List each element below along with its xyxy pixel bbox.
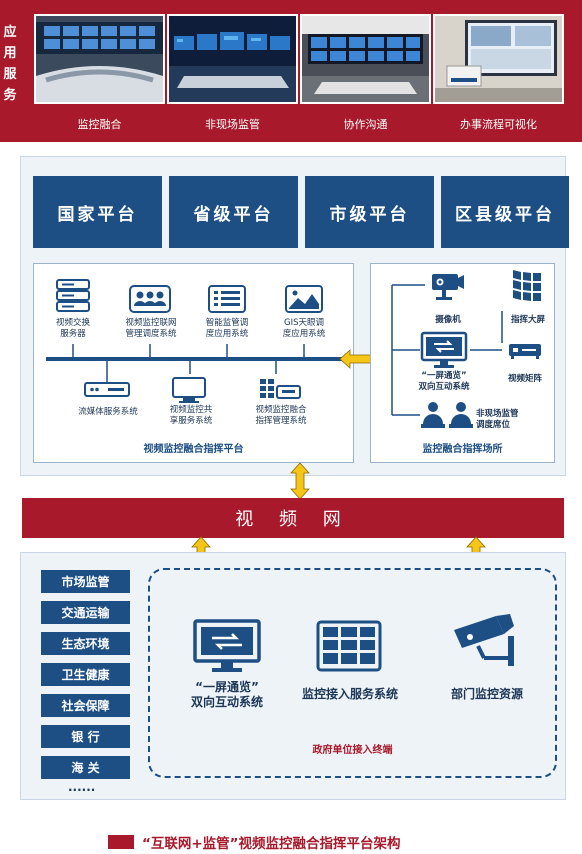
system-box xyxy=(33,263,354,463)
media-server-icon xyxy=(84,382,130,402)
bus-connectors xyxy=(72,344,305,382)
label-dispatch-seats: 非现场监管 调度席位 xyxy=(476,409,519,430)
terminal-dashed-box xyxy=(148,568,557,778)
footer-title: “互联网+监管”视频监控融合指挥平台架构 xyxy=(142,836,401,852)
unit-more: ...... xyxy=(68,780,96,794)
label-sharing-service: 视频监控共 享服务系统 xyxy=(169,405,213,426)
level-county: 区县级平台 xyxy=(441,176,569,248)
label-video-exchange: 视频交换 服务器 xyxy=(55,318,90,339)
photo-process-visualization xyxy=(433,14,564,104)
footer-marker xyxy=(108,835,134,849)
people-network-icon xyxy=(128,284,172,318)
caption-process: 办事流程可视化 xyxy=(460,118,537,131)
video-wall-icon xyxy=(511,266,545,314)
footer-caption: “互联网+监管”视频监控融合指挥平台架构 xyxy=(108,832,401,852)
interactive-screen-icon xyxy=(420,330,468,374)
map-image-icon xyxy=(284,284,324,318)
double-arrow-vertical-top xyxy=(290,462,310,500)
server-icon xyxy=(53,278,93,318)
screen-switch-icon xyxy=(192,618,262,678)
system-title: 视频监控融合指挥平台 xyxy=(143,444,244,455)
label-access-service: 监控接入服务系统 xyxy=(301,687,398,701)
dispatch-seats-icon xyxy=(420,400,476,434)
site-connectors xyxy=(391,284,503,416)
list-panel-icon xyxy=(207,284,247,318)
label-command-screen: 指挥大屏 xyxy=(510,315,545,325)
grid-screen-icon xyxy=(316,620,382,676)
label-camera: 摄像机 xyxy=(435,315,461,325)
unit-customs: 海 关 xyxy=(41,756,130,779)
unit-transport: 交通运输 xyxy=(41,601,130,624)
unit-environment: 生态环境 xyxy=(41,632,130,655)
level-city: 市级平台 xyxy=(305,176,434,248)
unit-social-security: 社会保障 xyxy=(41,694,130,717)
label-dept-resources: 部门监控资源 xyxy=(450,687,523,701)
video-network-band: 视 频 网 xyxy=(22,498,564,538)
label-streaming: 流媒体服务系统 xyxy=(78,407,138,417)
photo-offsite-supervision xyxy=(167,14,298,104)
camera-icon xyxy=(430,270,466,306)
video-wall-device-icon xyxy=(258,376,302,408)
services-title: 应用服务 xyxy=(3,25,17,103)
unit-bank: 银 行 xyxy=(41,725,130,748)
label-gis-system: GIS天眼调 度应用系统 xyxy=(282,318,326,339)
cctv-camera-icon xyxy=(448,612,520,676)
photo-collaboration xyxy=(300,14,431,104)
level-provincial: 省级平台 xyxy=(169,176,298,248)
system-bus-line xyxy=(46,357,342,361)
label-one-screen: “一屏通览” 双向互动系统 xyxy=(418,371,470,392)
label-terminal-one-screen: “一屏通览” 双向互动系统 xyxy=(190,680,263,709)
caption-collaboration: 协作沟通 xyxy=(343,118,388,131)
terminal-title: 政府单位接入终端 xyxy=(312,745,393,756)
video-matrix-icon xyxy=(508,342,542,364)
unit-market: 市场监管 xyxy=(41,570,130,593)
label-video-matrix: 视频矩阵 xyxy=(507,374,542,384)
unit-health: 卫生健康 xyxy=(41,663,130,686)
label-smart-supervision: 智能监管调 度应用系统 xyxy=(205,318,249,339)
caption-monitoring: 监控融合 xyxy=(77,118,122,131)
monitor-icon xyxy=(171,376,207,408)
level-national: 国家平台 xyxy=(33,176,162,248)
label-fusion-command: 视频监控融合 指挥管理系统 xyxy=(255,405,307,426)
site-title: 监控融合指挥场所 xyxy=(422,444,503,455)
label-video-network-mgmt: 视频监控联网 管理调度系统 xyxy=(125,318,177,339)
photo-monitoring-center xyxy=(34,14,165,104)
caption-offsite: 非现场监管 xyxy=(205,118,260,131)
